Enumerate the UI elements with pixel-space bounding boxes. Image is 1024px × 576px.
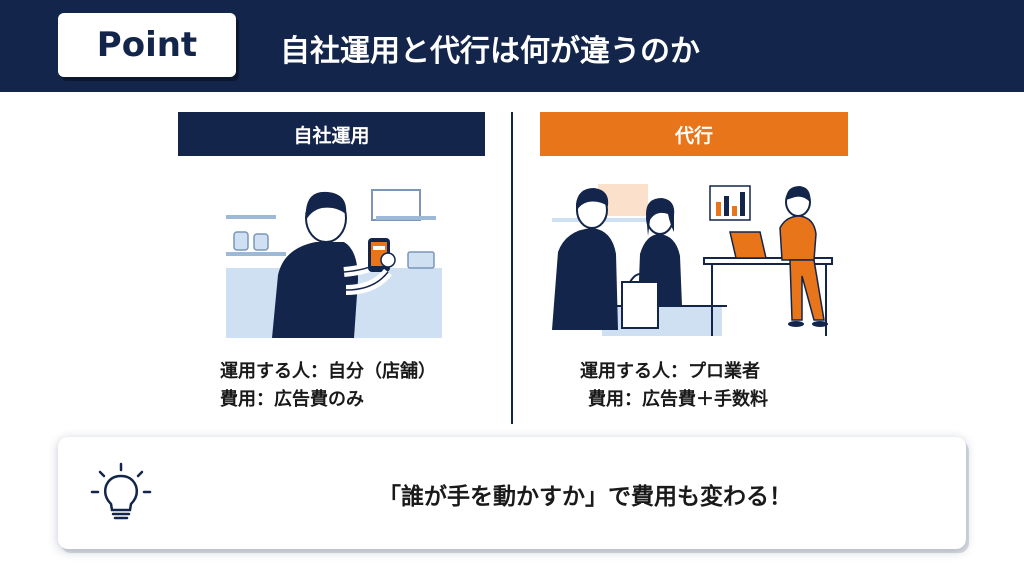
lightbulb-icon: [90, 462, 152, 520]
agency-cost-line: 費用：広告費＋手数料: [588, 389, 768, 410]
self-cost-line: 費用：広告費のみ: [220, 389, 364, 410]
point-badge: Point: [58, 13, 236, 77]
header-bar: Point 自社運用と代行は何が違うのか: [0, 0, 1024, 92]
agency-label: 代行: [540, 112, 848, 156]
key-point-callout: 「誰が手を動かすか」で費用も変わる！: [58, 437, 966, 549]
shop-owner-illustration: [226, 189, 442, 338]
point-badge-label: Point: [96, 25, 198, 65]
self-operation-description: 運用する人：自分（店舗） 費用：広告費のみ: [220, 358, 436, 414]
column-divider: [511, 112, 513, 424]
self-operator-line: 運用する人：自分（店舗）: [220, 361, 436, 382]
self-operation-label: 自社運用: [178, 112, 485, 156]
agency-operator-line: 運用する人：プロ業者: [580, 361, 760, 382]
page-title: 自社運用と代行は何が違うのか: [280, 34, 700, 69]
agency-staff-illustration: [552, 180, 842, 340]
agency-description: 運用する人：プロ業者 費用：広告費＋手数料: [580, 358, 768, 414]
callout-text: 「誰が手を動かすか」で費用も変わる！: [378, 484, 792, 510]
